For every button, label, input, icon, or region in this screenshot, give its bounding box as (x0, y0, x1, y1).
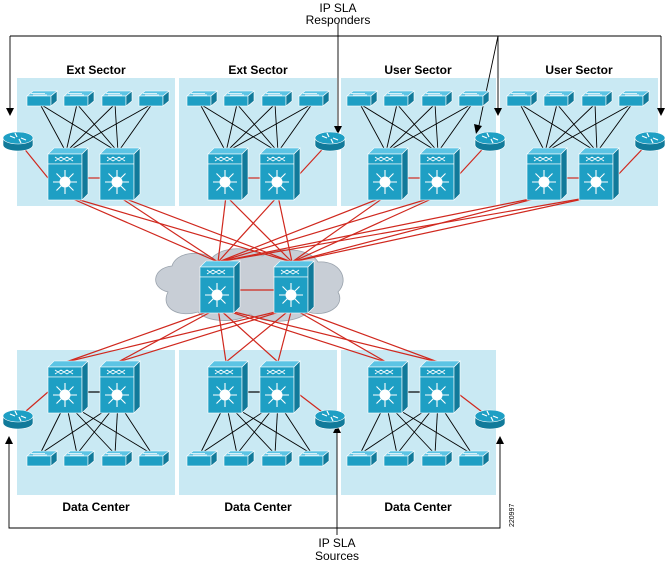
workgroup-switch-icon (101, 450, 133, 467)
core-links (65, 195, 598, 363)
multilayer-switch-icon (259, 360, 301, 414)
workgroup-switch-icon (458, 450, 490, 467)
multilayer-switch-icon (419, 360, 461, 414)
multilayer-switch-icon (526, 147, 568, 201)
multilayer-switch-icon (367, 147, 409, 201)
sector-label: Data Center (224, 500, 292, 514)
router-icon (2, 131, 34, 152)
workgroup-switch-icon (458, 90, 490, 107)
sector-label: Data Center (384, 500, 452, 514)
workgroup-switch-icon (298, 90, 330, 107)
multilayer-switch-icon (47, 360, 89, 414)
router-icon (314, 409, 346, 430)
router-icon (2, 409, 34, 430)
workgroup-switch-icon (298, 450, 330, 467)
sector-label: Ext Sector (66, 63, 126, 77)
figure-id: 220997 (509, 504, 516, 527)
sector-label: User Sector (545, 63, 613, 77)
router-icon (474, 409, 506, 430)
responders-callout-line2: Responders (306, 13, 371, 27)
workgroup-switch-icon (346, 450, 378, 467)
workgroup-switch-icon (543, 90, 575, 107)
workgroup-switch-icon (138, 450, 170, 467)
responders-arrowheads (6, 108, 665, 134)
workgroup-switch-icon (186, 90, 218, 107)
sector-panel (341, 350, 496, 495)
sector-panel (17, 350, 175, 495)
multilayer-switch-icon (99, 360, 141, 414)
workgroup-switch-icon (618, 90, 650, 107)
multilayer-switch-icon (199, 260, 241, 314)
workgroup-switch-icon (138, 90, 170, 107)
workgroup-switch-icon (223, 90, 255, 107)
workgroup-switch-icon (383, 450, 415, 467)
workgroup-switch-icon (421, 450, 453, 467)
workgroup-switch-icon (101, 90, 133, 107)
responders-arrows (9, 24, 662, 131)
responders-callout-line1: IP SLA (319, 1, 356, 15)
router-icon (634, 131, 666, 152)
workgroup-switch-icon (421, 90, 453, 107)
workgroup-switch-icon (346, 90, 378, 107)
multilayer-switch-icon (47, 147, 89, 201)
multilayer-switch-icon (207, 147, 249, 201)
workgroup-switch-icon (186, 450, 218, 467)
workgroup-switch-icon (26, 450, 58, 467)
core-cloud-icon (155, 248, 344, 322)
sources-arrows (8, 428, 501, 535)
workgroup-switch-icon (223, 450, 255, 467)
sector-panel (179, 350, 337, 495)
sector-label: Ext Sector (228, 63, 288, 77)
workgroup-switch-icon (261, 450, 293, 467)
sources-callout-line1: IP SLA (318, 536, 355, 550)
workgroup-switch-icon (63, 90, 95, 107)
workgroup-switch-icon (26, 90, 58, 107)
sector-label: Data Center (62, 500, 130, 514)
multilayer-switch-icon (419, 147, 461, 201)
multilayer-switch-icon (99, 147, 141, 201)
router-icon (314, 131, 346, 152)
multilayer-switch-icon (578, 147, 620, 201)
sector-label: User Sector (384, 63, 452, 77)
sources-callout-line2: Sources (315, 549, 359, 563)
multilayer-switch-icon (367, 360, 409, 414)
multilayer-switch-icon (273, 260, 315, 314)
sources-arrowheads (5, 425, 504, 444)
multilayer-switch-icon (259, 147, 301, 201)
workgroup-switch-icon (581, 90, 613, 107)
router-icon (474, 131, 506, 152)
multilayer-switch-icon (207, 360, 249, 414)
workgroup-switch-icon (63, 450, 95, 467)
workgroup-switch-icon (383, 90, 415, 107)
workgroup-switch-icon (506, 90, 538, 107)
workgroup-switch-icon (261, 90, 293, 107)
